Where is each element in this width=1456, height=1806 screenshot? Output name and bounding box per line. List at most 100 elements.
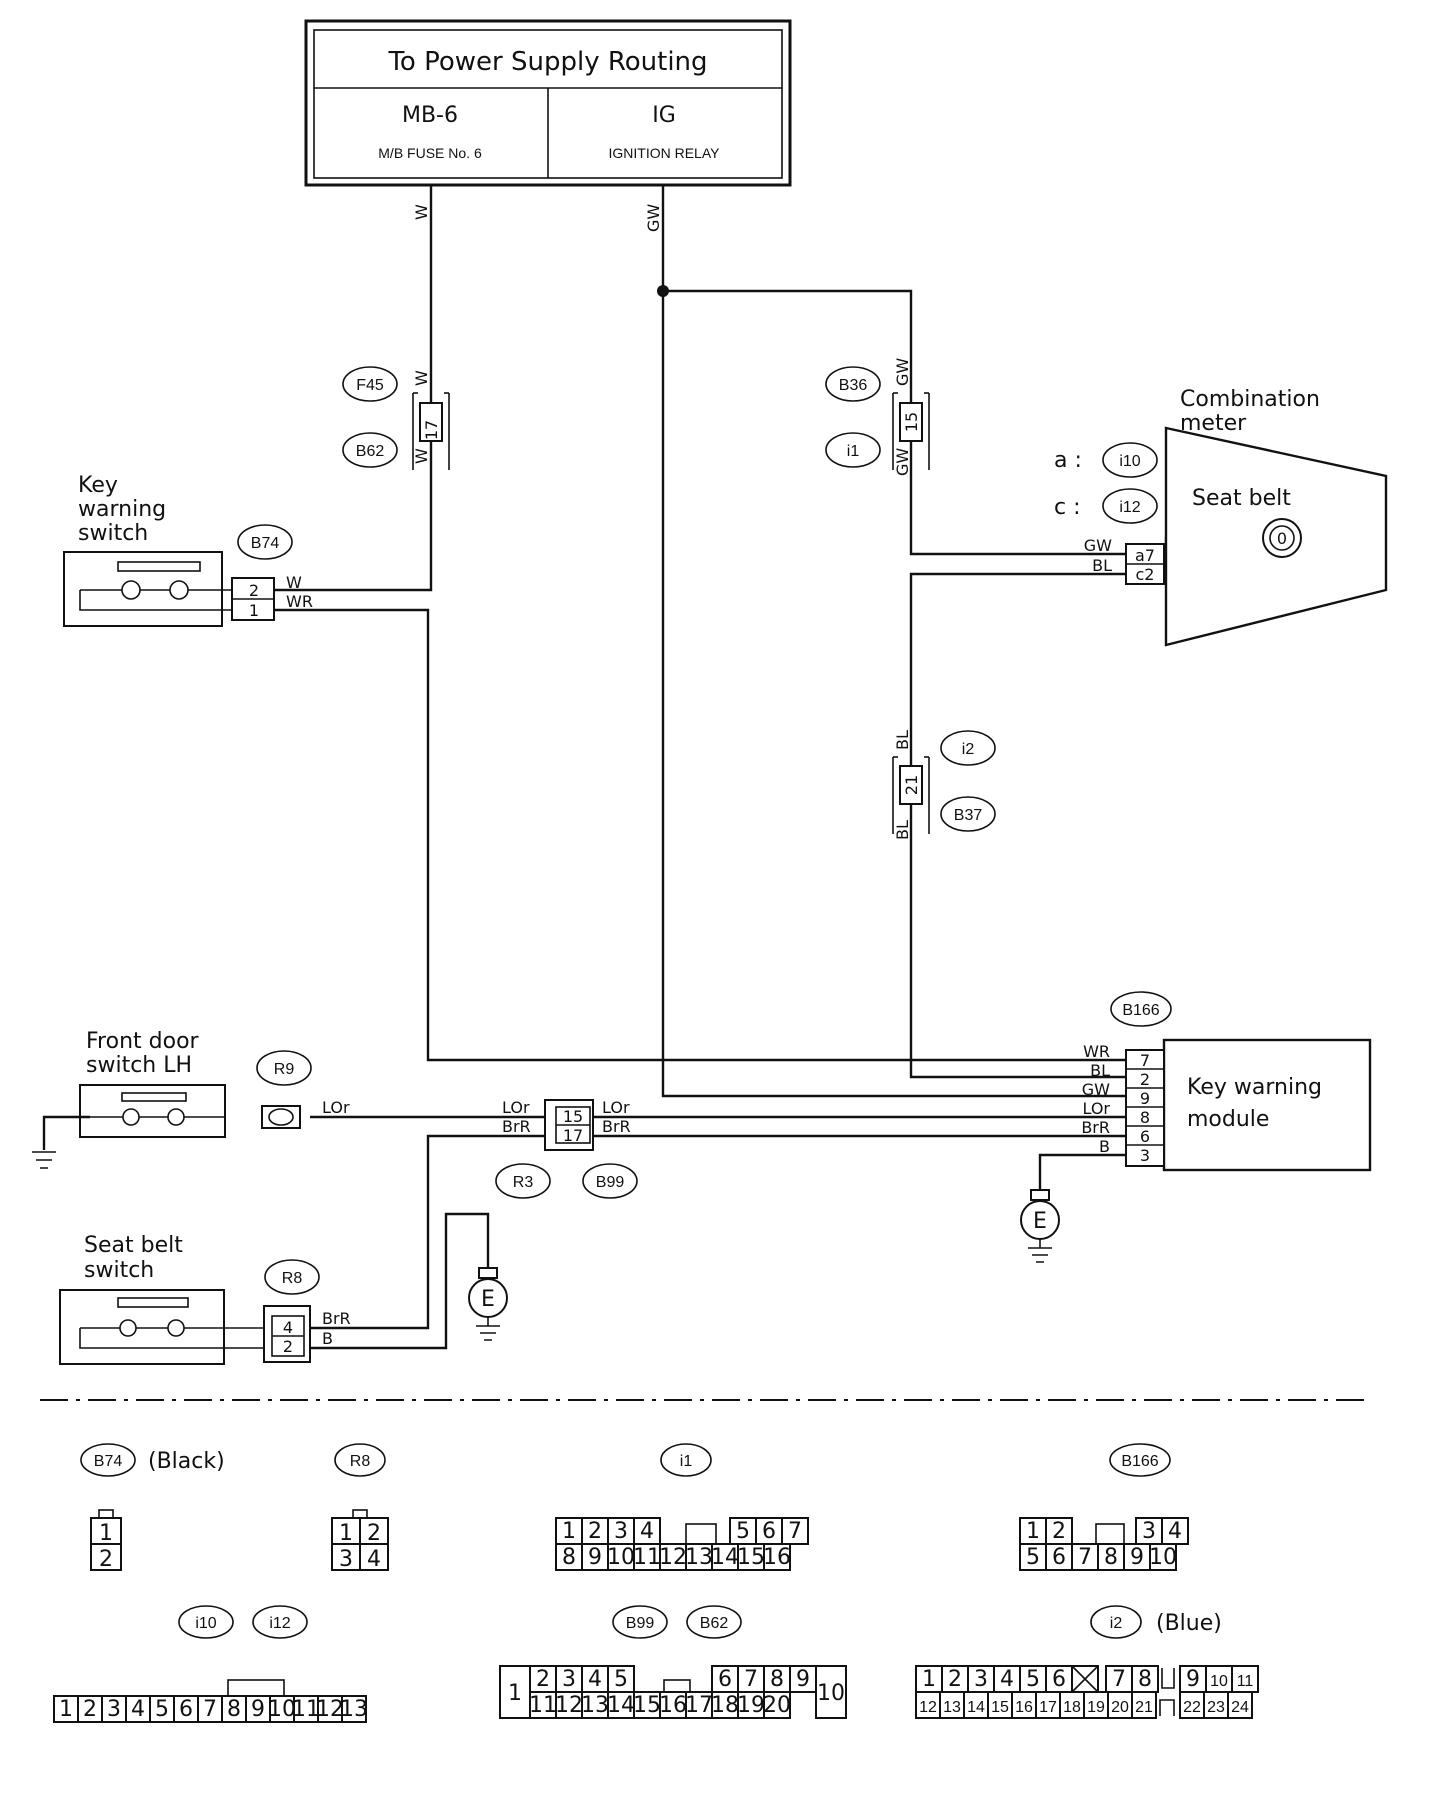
legend-i2-cell — [963, 1691, 989, 1719]
fuse-description: M/B FUSE No. 6 — [378, 145, 482, 161]
inline-connector-i2-b37: 21 — [892, 756, 930, 834]
seat-belt-lamp-label: Seat belt — [1192, 486, 1291, 511]
label-b74: B74 — [251, 535, 280, 552]
legend-b99-name: B99 — [626, 1615, 655, 1632]
legend-i2-cell — [1019, 1665, 1047, 1693]
legend-b166-cell — [1019, 1543, 1047, 1571]
legend-b166-pin: 6 — [1052, 1545, 1066, 1570]
legend-i2-cell — [1131, 1691, 1157, 1719]
legend-i2-pin: 18 — [1063, 1699, 1081, 1716]
legend-b166-pin: 10 — [1149, 1545, 1177, 1570]
legend-i10-pin: 13 — [340, 1697, 368, 1722]
legend-i1-cell — [581, 1543, 609, 1571]
label-b99: B99 — [596, 1174, 625, 1191]
label-i1: i1 — [847, 443, 860, 460]
legend-b166-pin: 3 — [1142, 1519, 1156, 1544]
module-pin-8: 8 — [1140, 1108, 1150, 1127]
legend-i1-pin: 14 — [711, 1545, 739, 1570]
legend-i10-pin: 12 — [316, 1697, 344, 1722]
legend-b99-pin: 13 — [581, 1693, 609, 1718]
legend-b166-name: B166 — [1121, 1453, 1158, 1470]
legend-i2-pin: 19 — [1087, 1699, 1105, 1716]
wire-wr — [275, 608, 1126, 1062]
r8-pin-bottom: 2 — [283, 1337, 293, 1356]
legend-b99-pin: 8 — [770, 1667, 784, 1692]
legend-b99-pin: 11 — [529, 1693, 557, 1718]
wire-label-lor-r3: LOr — [502, 1098, 530, 1117]
key-switch-label-3: switch — [78, 521, 148, 546]
legend-b99-pin: 20 — [763, 1693, 791, 1718]
legend-i2-pin: 15 — [991, 1699, 1009, 1716]
legend-i1-name: i1 — [680, 1453, 693, 1470]
meter-ref-c: c : — [1054, 495, 1081, 520]
wire-label-brr-r3: BrR — [502, 1117, 531, 1136]
legend-i2-cell — [1179, 1691, 1205, 1719]
wire-label-lor-r9: LOr — [322, 1098, 350, 1117]
legend-i2-pin: 14 — [967, 1699, 985, 1716]
ground-seatbelt: E — [468, 1267, 508, 1341]
legend-i10-pin: 4 — [131, 1697, 145, 1722]
legend-i10-cell — [149, 1695, 175, 1723]
legend-i2-pin: 7 — [1112, 1667, 1126, 1692]
wire-label-w-b62: W — [412, 448, 431, 464]
legend-b166-cell — [1149, 1543, 1177, 1571]
label-b166: B166 — [1122, 1002, 1159, 1019]
legend-i2-cell — [939, 1691, 965, 1719]
r3-pin-bottom: 17 — [563, 1126, 583, 1145]
key-switch-label-2: warning — [78, 497, 166, 522]
label-b36: B36 — [839, 377, 868, 394]
wire-label-w-b74: W — [286, 573, 302, 592]
meter-label-1: Combination — [1180, 387, 1320, 412]
legend-b166-cell — [1135, 1517, 1163, 1545]
legend-i2-pin: 5 — [1026, 1667, 1040, 1692]
legend-i2-pin: 16 — [1015, 1699, 1033, 1716]
legend-b166-pin: 9 — [1130, 1545, 1144, 1570]
legend-i12-name: i12 — [269, 1615, 290, 1632]
legend-b74-color: (Black) — [148, 1449, 225, 1474]
module-label-2: module — [1187, 1107, 1269, 1132]
legend-i10-cell — [317, 1695, 343, 1723]
legend-i2-cell — [1083, 1691, 1109, 1719]
legend-i2-pin: 23 — [1207, 1699, 1225, 1716]
legend-i2-pin: 3 — [974, 1667, 988, 1692]
legend-i2-pin: 1 — [922, 1667, 936, 1692]
legend-i1-pin: 11 — [633, 1545, 661, 1570]
meter-pin-a7: a7 — [1135, 546, 1155, 565]
wire-label-gw-meter: GW — [1084, 536, 1112, 555]
legend-i10-cell — [77, 1695, 103, 1723]
legend-i10-pin: 7 — [203, 1697, 217, 1722]
inline-connector-f45-b62: 17 — [412, 392, 450, 470]
legend-i10-cell — [269, 1695, 295, 1723]
legend-b74-name: B74 — [94, 1453, 123, 1470]
legend-b99-cell — [711, 1691, 739, 1719]
wire-label-gw: GW — [644, 204, 663, 232]
label-f45: F45 — [356, 377, 384, 394]
ignition-name: IG — [652, 103, 676, 128]
front-door-label-1: Front door — [86, 1029, 200, 1054]
wire-label-gw-b36: GW — [893, 358, 912, 386]
legend-b99-pin: 3 — [562, 1667, 576, 1692]
label-r8: R8 — [282, 1270, 303, 1287]
legend-i1-cell — [555, 1543, 583, 1571]
lamp-symbol: 0 — [1277, 529, 1287, 548]
legend-i2-pin: 9 — [1186, 1667, 1200, 1692]
legend-i2-cell — [987, 1691, 1013, 1719]
legend-i10-cell — [245, 1695, 271, 1723]
wire-w-fuse — [275, 185, 433, 592]
legend-i1-pin: 5 — [736, 1519, 750, 1544]
legend-i2-pin: 12 — [919, 1699, 937, 1716]
key-warning-switch: Key warning switch 2 1 — [63, 473, 275, 627]
legend-i1-pin: 2 — [588, 1519, 602, 1544]
legend-b99-pin: 19 — [737, 1693, 765, 1718]
legend-i2-pin: 17 — [1039, 1699, 1057, 1716]
legend-i2-pin: 6 — [1052, 1667, 1066, 1692]
legend-i1-cell — [633, 1517, 661, 1545]
label-r9: R9 — [274, 1061, 295, 1078]
legend-i10-pin: 10 — [268, 1697, 296, 1722]
wire-bl — [909, 572, 1126, 1079]
legend-b99-pin: 18 — [711, 1693, 739, 1718]
legend-i2-cell — [1227, 1691, 1253, 1719]
legend-b99-pin: 10 — [817, 1681, 845, 1706]
